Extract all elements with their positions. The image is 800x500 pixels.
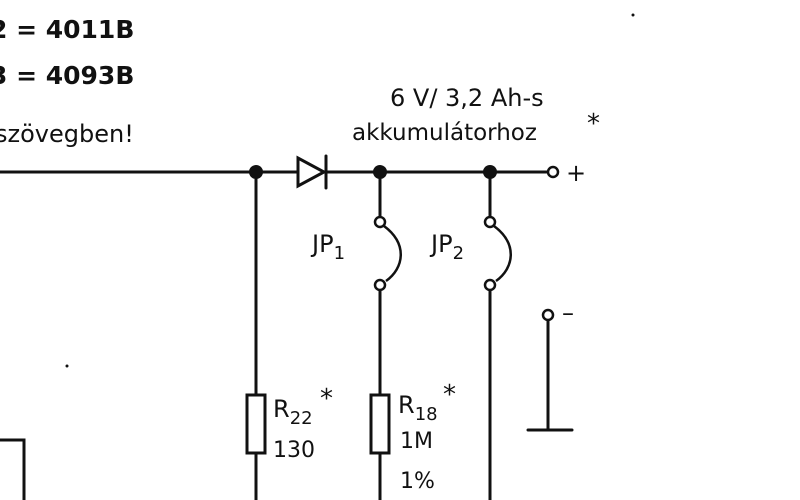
jp1-subscript: 1 [334,243,345,264]
jp1-prefix: JP [310,230,334,258]
r18-label: R18 [398,391,438,425]
jp2-jumper-link [493,225,512,283]
plus-sign: + [566,159,586,187]
minus-terminal [541,308,555,322]
r18-star: * [443,380,456,410]
battery-star: * [587,109,600,139]
diode-symbol [296,154,328,190]
jp1-label: JP1 [310,230,345,264]
jp1-jumper-link [383,225,402,283]
jp2-pin-bottom [483,278,497,292]
jp2-label: JP2 [429,230,464,264]
battery-spec-label: 6 V/ 3,2 Ah-s [390,84,544,112]
jp2-prefix: JP [429,230,453,258]
partial-box-edge [0,438,26,500]
r22-prefix: R [273,395,290,423]
jp2-subscript: 2 [453,243,464,264]
r18-subscript: 18 [415,404,438,425]
scan-speck [631,13,635,17]
plus-terminal [546,165,560,179]
r22-subscript: 22 [290,408,313,429]
r22-value: 130 [273,438,315,463]
r18-tolerance: 1% [400,469,435,494]
scan-speck [65,364,69,368]
jp2-pin-top [483,215,497,229]
jp1-pin-top [373,215,387,229]
r22-star: * [320,384,333,414]
note-see-text: szövegben! [0,120,134,148]
battery-target-label: akkumulátorhoz [352,120,537,146]
r18-prefix: R [398,391,415,419]
note-ic2: 2 = 4011B [0,15,134,44]
r22-resistor-body [245,393,267,455]
r18-resistor-body [369,393,391,455]
minus-sign: – [562,299,574,327]
r22-label: R22 [273,395,313,429]
note-ic3: 3 = 4093B [0,61,134,90]
jp1-pin-bottom [373,278,387,292]
r18-value: 1M [400,429,433,454]
